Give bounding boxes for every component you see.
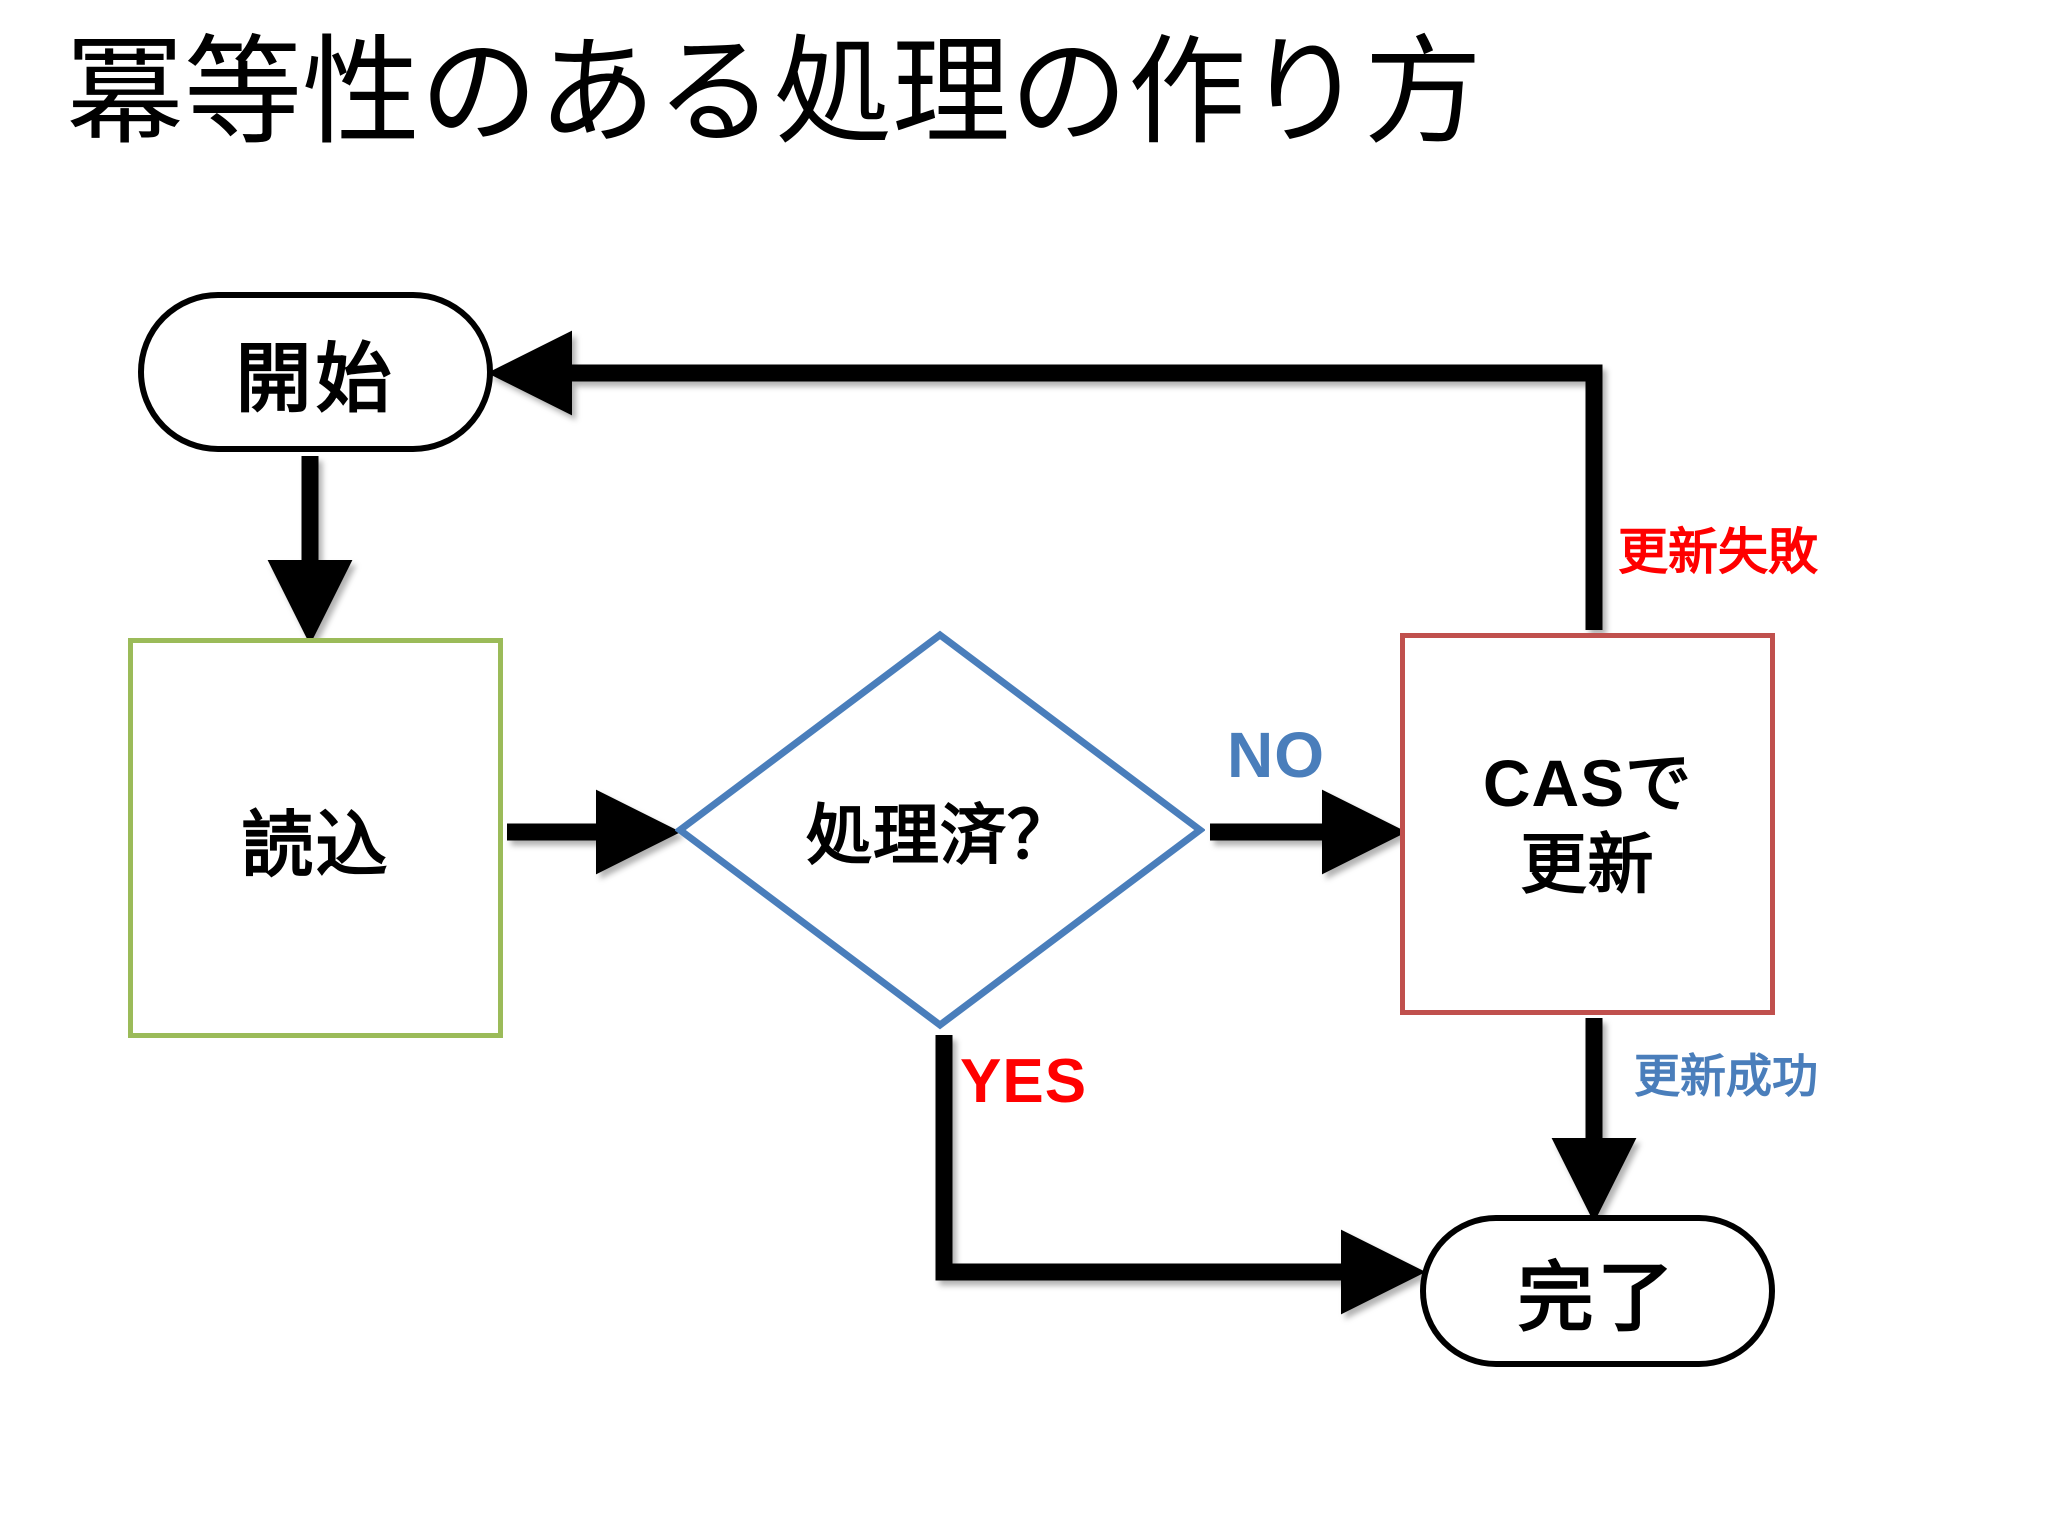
flow-node-read[interactable]: 読込 [128, 638, 503, 1038]
flow-node-decision-label: 処理済？ [806, 798, 1074, 872]
flow-node-decision[interactable]: 処理済？ [675, 630, 1205, 1030]
flow-node-cas-text: CASで 更新 [1483, 743, 1692, 904]
edge-label-update-succeeded: 更新成功 [1634, 1050, 1818, 1102]
flow-node-cas-line1: CASで [1482, 746, 1693, 821]
flow-node-cas-line2: 更新 [1520, 827, 1655, 901]
edge-label-no: NO [1227, 719, 1325, 791]
flow-node-end[interactable]: 完了 [1420, 1215, 1775, 1367]
edge-label-yes: YES [960, 1047, 1088, 1116]
decision-diamond-shape [675, 630, 1205, 1030]
flow-node-start[interactable]: 開始 [138, 292, 493, 452]
flow-node-cas[interactable]: CASで 更新 [1400, 633, 1775, 1015]
edge-label-update-failed: 更新失敗 [1618, 524, 1818, 580]
page-title: 冪等性のある処理の作り方 [66, 27, 1483, 159]
edge-cas-to-start [487, 330, 1603, 630]
